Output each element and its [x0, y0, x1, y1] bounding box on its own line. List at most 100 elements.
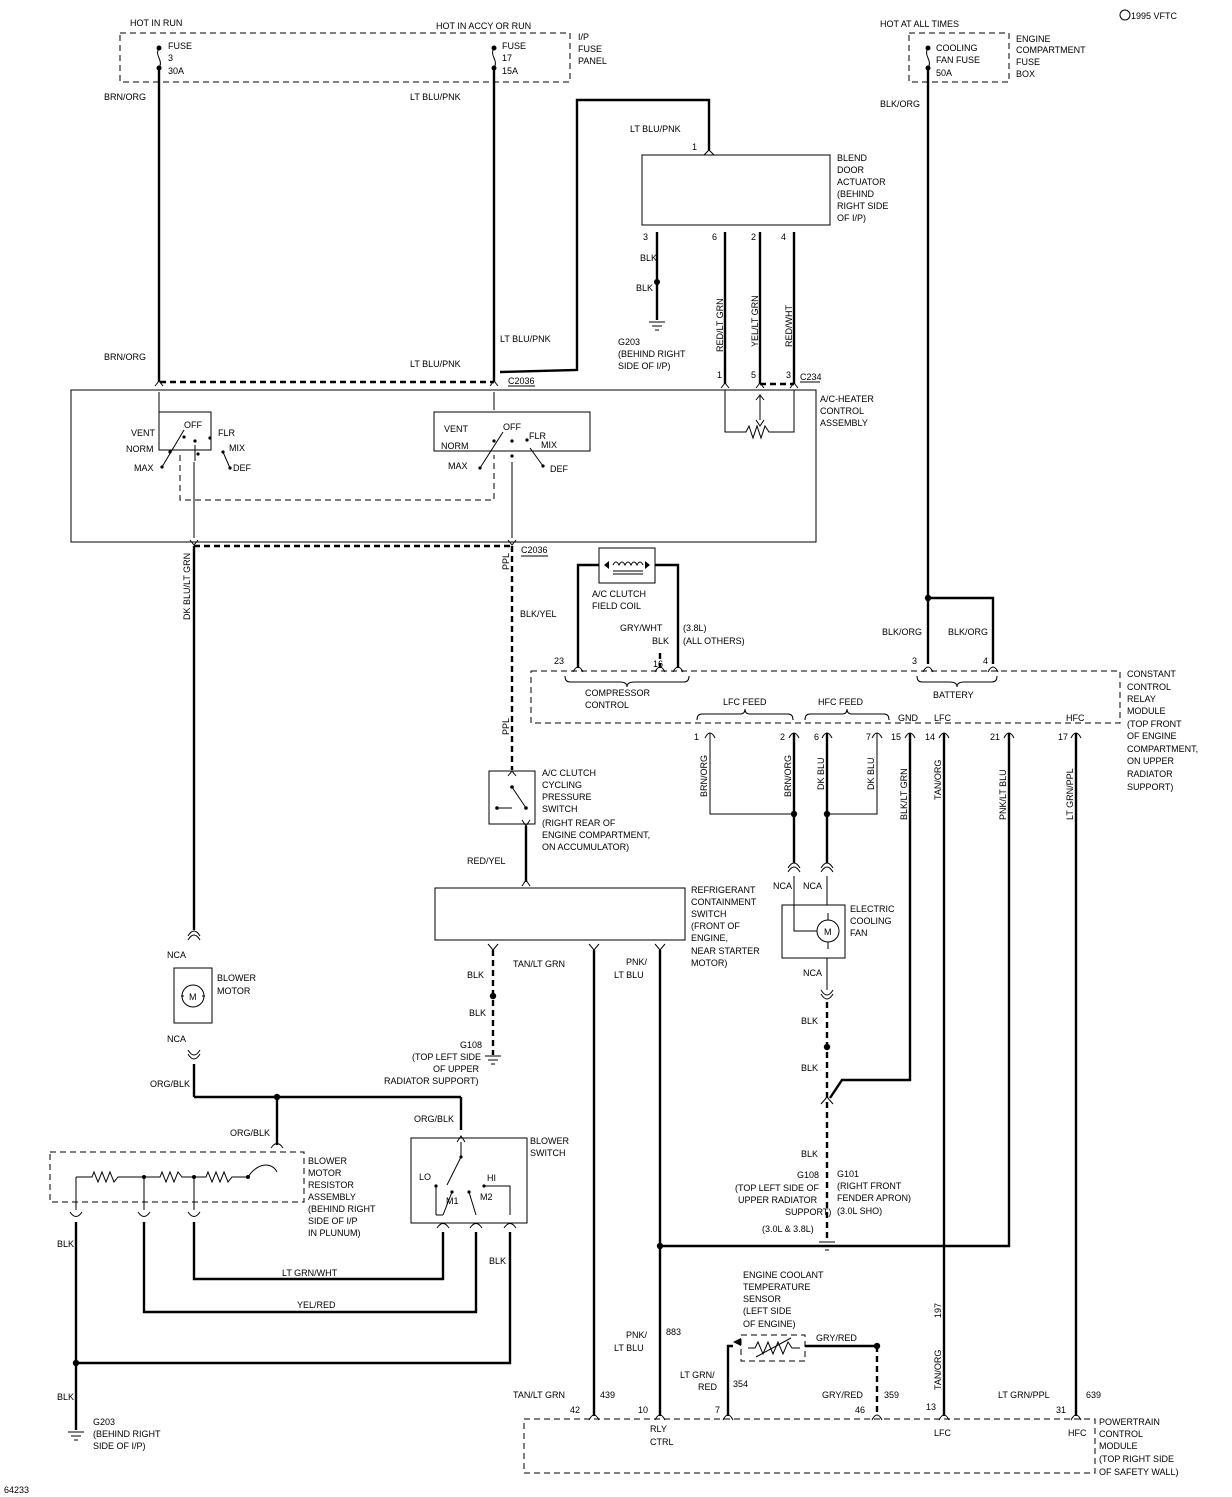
svg-text:RED/WHT: RED/WHT	[784, 305, 794, 347]
svg-text:LFC FEED: LFC FEED	[723, 697, 767, 707]
svg-text:2: 2	[751, 232, 756, 242]
svg-text:(RIGHT REAR OF: (RIGHT REAR OF	[542, 818, 616, 828]
svg-text:DK BLU/LT GRN: DK BLU/LT GRN	[182, 553, 192, 620]
svg-text:BRN/ORG: BRN/ORG	[104, 92, 146, 102]
svg-text:PANEL: PANEL	[578, 56, 607, 66]
svg-text:OFF: OFF	[184, 420, 202, 430]
ac-clutch-field-coil: A/C CLUTCH FIELD COIL BLK/YEL GRY/WHT BL…	[520, 547, 745, 668]
svg-text:(BEHIND RIGHT: (BEHIND RIGHT	[93, 1429, 161, 1439]
svg-text:CONTROL: CONTROL	[1127, 682, 1171, 692]
svg-text:BLK: BLK	[57, 1239, 74, 1249]
svg-text:3: 3	[643, 232, 648, 242]
svg-text:CTRL: CTRL	[650, 1437, 674, 1447]
svg-text:BLK/ORG: BLK/ORG	[880, 99, 920, 109]
ip-fuse-panel: HOT IN RUN HOT IN ACCY OR RUN FUSE 3 30A…	[119, 18, 607, 83]
ac-heater-control-assembly: A/C-HEATER CONTROL ASSEMBLY C2036 VENT N…	[70, 370, 874, 557]
svg-text:BATTERY: BATTERY	[933, 690, 974, 700]
pcm-control-wires: TAN/ORG 197 TAN/ORG PNK/LT BLU LT GRN/PP…	[656, 733, 1101, 1416]
svg-text:SWITCH: SWITCH	[542, 804, 578, 814]
svg-text:COMPARTMENT,: COMPARTMENT,	[1127, 744, 1198, 754]
svg-text:BLK: BLK	[636, 283, 653, 293]
svg-text:15: 15	[891, 732, 901, 742]
svg-text:C234: C234	[800, 372, 822, 382]
svg-text:3: 3	[786, 370, 791, 380]
svg-text:4: 4	[983, 656, 988, 666]
svg-text:30A: 30A	[168, 66, 184, 76]
svg-text:ASSEMBLY: ASSEMBLY	[308, 1192, 356, 1202]
svg-text:1: 1	[717, 370, 722, 380]
svg-text:FAN FUSE: FAN FUSE	[936, 55, 980, 65]
svg-text:5: 5	[751, 370, 756, 380]
svg-text:UPPER RADIATOR: UPPER RADIATOR	[738, 1195, 818, 1205]
svg-text:(3.0L & 3.8L): (3.0L & 3.8L)	[762, 1224, 814, 1234]
svg-text:GND: GND	[898, 713, 919, 723]
svg-text:ENGINE,: ENGINE,	[691, 933, 728, 943]
svg-text:SWITCH: SWITCH	[530, 1148, 566, 1158]
hot-in-accy-label: HOT IN ACCY OR RUN	[436, 21, 531, 31]
svg-text:ENGINE COMPARTMENT,: ENGINE COMPARTMENT,	[542, 830, 650, 840]
svg-text:TAN/LT GRN: TAN/LT GRN	[513, 1390, 565, 1400]
svg-text:(TOP LEFT SIDE: (TOP LEFT SIDE	[412, 1052, 481, 1062]
svg-text:FUSE: FUSE	[578, 44, 602, 54]
svg-text:(TOP LEFT SIDE OF: (TOP LEFT SIDE OF	[735, 1183, 820, 1193]
svg-text:RIGHT SIDE: RIGHT SIDE	[837, 201, 888, 211]
svg-text:VENT: VENT	[444, 424, 469, 434]
cooling-fan-circuit: BRN/ORG BRN/ORG DK BLU DK BLU NCA NCA M …	[699, 733, 912, 1251]
svg-text:GRY/WHT: GRY/WHT	[620, 623, 663, 633]
blower-circuit: DK BLU/LT GRN NCA M BLOWER MOTOR NCA ORG…	[49, 546, 570, 1451]
svg-text:G203: G203	[618, 337, 640, 347]
svg-text:RESISTOR: RESISTOR	[308, 1180, 354, 1190]
constant-control-relay-module: CONSTANT CONTROL RELAY MODULE (TOP FRONT…	[530, 656, 1198, 792]
svg-text:A/C CLUTCH: A/C CLUTCH	[592, 589, 646, 599]
svg-text:15A: 15A	[502, 66, 518, 76]
svg-text:DEF: DEF	[233, 463, 252, 473]
svg-text:DEF: DEF	[550, 464, 569, 474]
svg-text:3: 3	[168, 53, 173, 63]
svg-text:BLK/ORG: BLK/ORG	[882, 627, 922, 637]
svg-text:7: 7	[866, 732, 871, 742]
powertrain-control-module: POWERTRAIN CONTROL MODULE (TOP RIGHT SID…	[513, 1327, 1179, 1477]
svg-text:FUSE: FUSE	[168, 41, 192, 51]
svg-text:MIX: MIX	[229, 443, 245, 453]
svg-text:FLR: FLR	[218, 428, 236, 438]
svg-text:10: 10	[638, 1405, 648, 1415]
svg-text:ENGINE COOLANT: ENGINE COOLANT	[743, 1270, 824, 1280]
svg-text:(FRONT OF: (FRONT OF	[691, 921, 740, 931]
figure-id: 64233	[4, 1485, 29, 1495]
svg-text:LT BLU: LT BLU	[614, 1343, 644, 1353]
svg-text:(3.8L): (3.8L)	[683, 623, 707, 633]
svg-text:42: 42	[570, 1405, 580, 1415]
svg-text:TAN/ORG: TAN/ORG	[933, 760, 943, 800]
svg-text:M: M	[824, 927, 832, 937]
svg-text:13: 13	[926, 1402, 936, 1412]
svg-text:RLY: RLY	[650, 1424, 667, 1434]
svg-text:6: 6	[712, 232, 717, 242]
svg-text:FAN: FAN	[850, 928, 868, 938]
svg-text:ENGINE: ENGINE	[1016, 34, 1051, 44]
svg-text:ORG/BLK: ORG/BLK	[230, 1128, 270, 1138]
ect-sensor: ENGINE COOLANT TEMPERATURE SENSOR (LEFT …	[680, 1270, 899, 1416]
svg-text:LFC: LFC	[934, 1428, 952, 1438]
hot-at-all-times-label: HOT AT ALL TIMES	[880, 19, 959, 29]
cycling-switch-box	[488, 770, 536, 825]
svg-text:439: 439	[600, 1390, 615, 1400]
svg-text:1: 1	[692, 142, 697, 152]
svg-text:4: 4	[781, 232, 786, 242]
svg-text:HFC FEED: HFC FEED	[818, 697, 864, 707]
svg-text:PNK/: PNK/	[626, 957, 648, 967]
svg-text:M: M	[189, 992, 197, 1002]
svg-text:MODULE: MODULE	[1099, 1441, 1138, 1451]
svg-text:NCA: NCA	[167, 1034, 186, 1044]
svg-text:TEMPERATURE: TEMPERATURE	[743, 1282, 810, 1292]
svg-text:DK BLU: DK BLU	[866, 757, 876, 790]
svg-text:BRN/ORG: BRN/ORG	[699, 755, 709, 797]
svg-text:MOTOR: MOTOR	[308, 1168, 342, 1178]
svg-text:MODULE: MODULE	[1127, 706, 1166, 716]
svg-text:2: 2	[780, 732, 785, 742]
svg-text:BLK: BLK	[801, 1016, 818, 1026]
svg-text:YEL/RED: YEL/RED	[297, 1300, 336, 1310]
svg-text:BOX: BOX	[1016, 69, 1035, 79]
power-wires: BRN/ORG LT BLU/PNK BRN/ORG LT BLU/PNK LT…	[104, 68, 930, 664]
svg-text:LT BLU/PNK: LT BLU/PNK	[630, 124, 681, 134]
svg-text:OF I/P): OF I/P)	[837, 213, 866, 223]
